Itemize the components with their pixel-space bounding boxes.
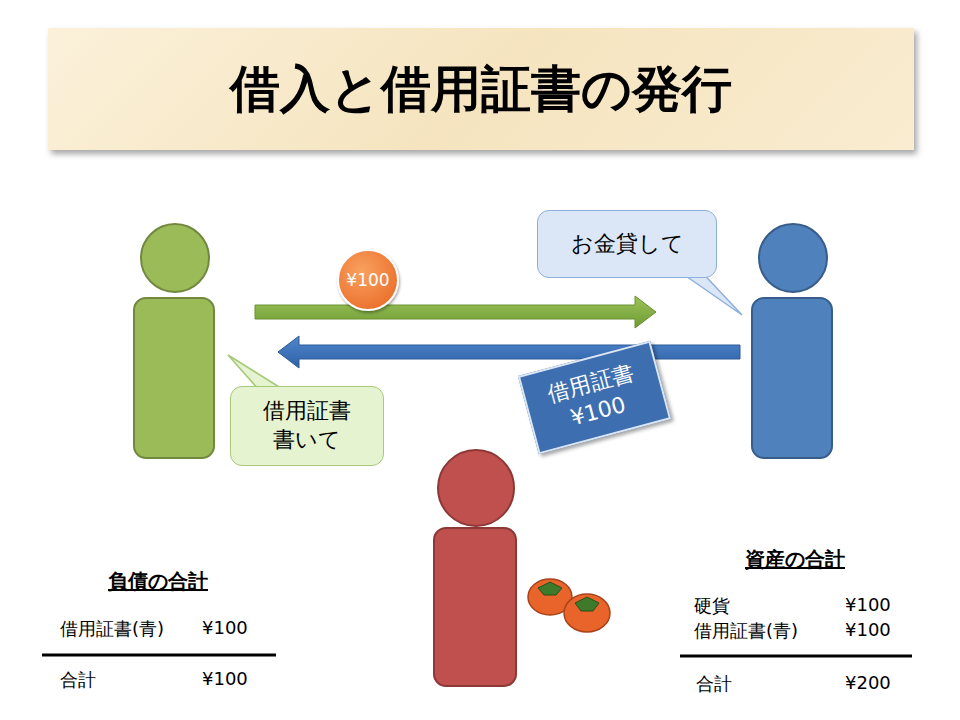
- coin-circle: ¥100: [337, 249, 399, 311]
- table-cell: ¥200: [845, 672, 891, 693]
- table-cell: 硬貨: [694, 594, 730, 618]
- table-heading: 資産の合計: [745, 546, 845, 573]
- persimmons: [528, 579, 610, 632]
- table-cell: ¥100: [845, 619, 891, 640]
- node-text: 借用証書 ¥100: [532, 356, 656, 440]
- table-cell: 借用証書(青): [694, 619, 798, 643]
- money-arrow: [255, 296, 656, 328]
- red-person: [434, 450, 516, 686]
- node-text: 借用証書 書いて: [241, 397, 373, 454]
- speech-bubble: 借用証書 書いて: [230, 386, 384, 465]
- table-cell: 合計: [696, 672, 732, 696]
- table-cell: 合計: [60, 668, 96, 692]
- title-banner: 借入と借用証書の発行: [48, 28, 914, 150]
- node-text: ¥100: [346, 269, 389, 291]
- table-rule: [42, 654, 276, 657]
- speech-bubble: お金貸して: [537, 210, 717, 278]
- title-text: 借入と借用証書の発行: [230, 56, 732, 123]
- table-cell: ¥100: [202, 617, 248, 638]
- green-person: [134, 224, 214, 458]
- table-cell: ¥100: [202, 668, 248, 689]
- table-cell: ¥100: [845, 594, 891, 615]
- blue-person: [752, 224, 832, 458]
- table-rule: [680, 655, 912, 658]
- table-heading: 負債の合計: [108, 568, 208, 595]
- node-text: お金貸して: [571, 230, 684, 259]
- table-cell: 借用証書(青): [60, 617, 164, 641]
- note-arrow: [278, 336, 740, 368]
